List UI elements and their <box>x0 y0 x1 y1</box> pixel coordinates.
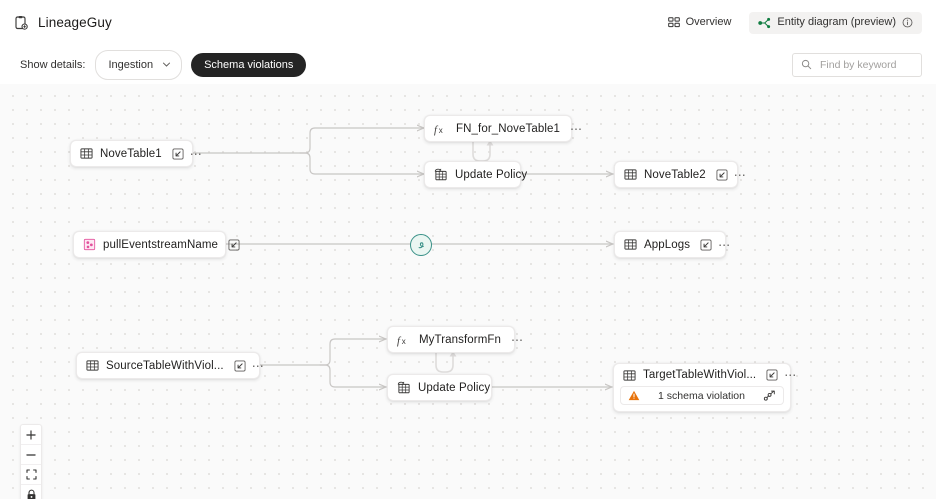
more-options-icon[interactable]: ⋯ <box>718 237 732 252</box>
search-box[interactable] <box>792 52 922 77</box>
node-label: MyTransformFn <box>419 333 502 346</box>
node-label: Update Policy <box>455 168 528 181</box>
expand-icon[interactable] <box>716 168 728 181</box>
node-actions: ⋯ <box>172 148 203 160</box>
node-actions: ⋯ <box>700 239 731 251</box>
fit-to-screen-button[interactable] <box>21 465 41 485</box>
node-label: NoveTable1 <box>100 147 162 160</box>
node-targettablewithviolations[interactable]: TargetTableWithViol... ⋯ <box>613 363 796 412</box>
node-novetable2[interactable]: NoveTable2 ⋯ <box>614 161 746 188</box>
node-update-policy-2[interactable]: Update Policy <box>387 374 492 401</box>
more-options-icon[interactable]: ⋯ <box>784 368 798 383</box>
lineage-canvas[interactable]: NoveTable1 ⋯ f x <box>0 84 936 499</box>
node-label: SourceTableWithViol... <box>106 359 224 372</box>
zoom-out-button[interactable] <box>21 445 41 465</box>
expand-icon[interactable] <box>228 238 240 251</box>
svg-text:x: x <box>439 126 443 135</box>
brand: LineageGuy <box>13 15 112 31</box>
more-options-icon[interactable]: ⋯ <box>511 332 525 347</box>
node-label: NoveTable2 <box>644 168 706 181</box>
node-pulleventstreamname[interactable]: pullEventstreamName <box>73 231 240 258</box>
app-title: LineageGuy <box>38 15 112 30</box>
entity-diagram-button[interactable]: Entity diagram (preview) <box>749 11 922 34</box>
grid-overview-icon <box>667 16 680 29</box>
node-label: TargetTableWithViol... <box>643 369 757 382</box>
schema-violations-button[interactable]: Schema violations <box>191 52 307 77</box>
overview-button[interactable]: Overview <box>659 12 741 34</box>
table-icon <box>624 168 637 181</box>
violation-text: 1 schema violation <box>658 389 745 402</box>
warning-triangle-icon <box>628 390 640 401</box>
show-details-label: Show details: <box>20 58 86 71</box>
node-label: Update Policy <box>418 381 491 394</box>
more-options-icon[interactable]: ⋯ <box>733 167 748 182</box>
overview-label: Overview <box>685 16 732 28</box>
node-label: pullEventstreamName <box>103 238 219 251</box>
filter-toolbar: Show details: Ingestion Schema violation… <box>0 45 936 84</box>
expand-icon[interactable] <box>766 369 778 381</box>
lock-canvas-button[interactable] <box>21 485 41 499</box>
function-icon: f x <box>434 122 449 136</box>
search-input[interactable] <box>818 57 913 72</box>
node-actions: ⋯ <box>234 360 265 372</box>
node-actions: ⋯ <box>511 334 524 346</box>
node-sourcetablewithviolations[interactable]: SourceTableWithViol... ⋯ <box>76 352 264 379</box>
svg-text:x: x <box>402 337 406 346</box>
node-label: AppLogs <box>644 238 691 251</box>
table-icon <box>86 359 99 372</box>
header-actions: Overview Entity diagram (preview) <box>659 11 922 34</box>
info-icon[interactable] <box>902 17 913 28</box>
svg-text:f: f <box>397 334 402 346</box>
branch-link-icon[interactable] <box>763 390 776 402</box>
node-label: FN_for_NoveTable1 <box>456 122 560 135</box>
search-icon <box>801 59 812 70</box>
update-policy-icon <box>434 168 448 182</box>
eventstream-flow-icon[interactable] <box>410 234 432 256</box>
more-options-icon[interactable]: ⋯ <box>189 146 204 161</box>
node-update-policy-1[interactable]: Update Policy <box>424 161 527 188</box>
eventstream-icon <box>83 238 96 251</box>
status-badge[interactable]: 1 schema violation <box>620 386 784 405</box>
entity-diagram-label: Entity diagram (preview) <box>777 16 896 28</box>
node-actions: ⋯ <box>716 169 747 181</box>
table-icon <box>624 238 637 251</box>
table-icon <box>623 369 636 382</box>
entity-diagram-icon <box>758 17 771 29</box>
details-select-value: Ingestion <box>108 58 154 71</box>
lineage-logo-icon <box>13 15 29 31</box>
app-header: LineageGuy Overview <box>0 0 936 45</box>
node-actions <box>228 238 240 251</box>
node-mytransformfn[interactable]: f x MyTransformFn ⋯ <box>387 326 523 353</box>
expand-icon[interactable] <box>700 238 712 251</box>
zoom-controls <box>20 424 42 499</box>
expand-icon[interactable] <box>172 147 184 160</box>
node-actions: ⋯ <box>766 369 797 381</box>
more-options-icon[interactable]: ⋯ <box>569 121 584 136</box>
function-icon: f x <box>397 333 412 347</box>
more-options-icon[interactable]: ⋯ <box>251 358 265 373</box>
node-applogs[interactable]: AppLogs ⋯ <box>614 231 730 258</box>
node-actions: ⋯ <box>570 123 583 135</box>
zoom-in-button[interactable] <box>21 425 41 445</box>
details-select[interactable]: Ingestion <box>95 49 183 80</box>
update-policy-icon <box>397 381 411 395</box>
svg-text:f: f <box>434 123 439 135</box>
table-icon <box>80 147 93 160</box>
node-fn-for-novetable1[interactable]: f x FN_for_NoveTable1 ⋯ <box>424 115 582 142</box>
chevron-down-icon <box>162 60 171 69</box>
node-novetable1[interactable]: NoveTable1 ⋯ <box>70 140 202 167</box>
expand-icon[interactable] <box>234 359 246 372</box>
